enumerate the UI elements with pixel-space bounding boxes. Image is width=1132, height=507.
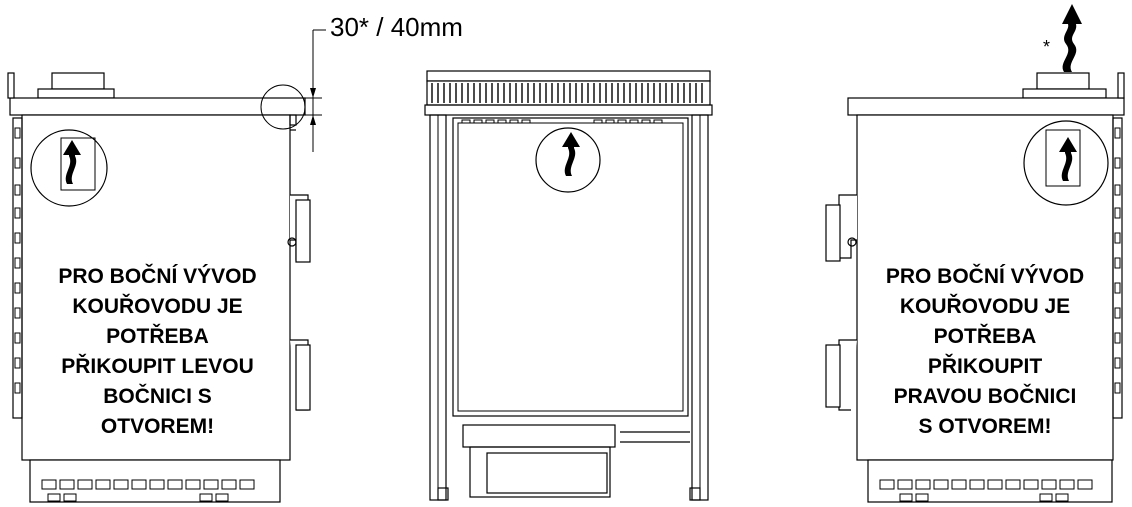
left-side-view [7,29,326,503]
right-handle-lower [825,344,841,408]
right-note-line: KOUŘOVODU JE [899,295,1071,318]
left-side-note: PRO BOČNÍ VÝVOD KOUŘOVODU JE POTŘEBA PŘI… [25,262,290,442]
left-note-line: PRO BOČNÍ VÝVOD [58,265,257,288]
right-note-line: POTŘEBA [933,325,1037,348]
front-ash-drawer [462,424,616,448]
right-note-line: PRAVOU BOČNICI [893,385,1077,408]
left-note-line: KOUŘOVODU JE [72,295,243,318]
dimension-label: 30* / 40mm [330,12,463,42]
right-flue-opening [1023,120,1109,206]
left-handle-upper [295,199,311,263]
top-exhaust-arrow-icon [1062,4,1082,72]
asterisk-label: * [1043,37,1051,57]
right-body [856,114,1114,461]
left-handle-lower [295,344,311,411]
left-flue-opening [30,129,108,207]
right-note-line: PŘIKOUPIT [927,355,1043,378]
right-handle-upper [825,204,841,262]
left-note-line: OTVOREM! [100,415,215,438]
left-note-line: POTŘEBA [106,325,209,348]
dimension-detail-circle [260,84,306,130]
left-note-line: BOČNICI S [103,385,212,408]
right-top-plate [847,97,1125,116]
front-vent-grille [426,80,711,106]
front-flue-opening [535,127,601,193]
right-side-note: PRO BOČNÍ VÝVOD KOUŘOVODU JE POTŘEBA PŘI… [857,262,1113,442]
right-note-line: S OTVOREM! [918,415,1052,438]
left-flue-collar [51,72,105,90]
front-view [424,70,713,501]
right-flue-collar [1036,72,1090,90]
right-side-view [825,72,1125,503]
right-note-line: PRO BOČNÍ VÝVOD [885,265,1085,288]
left-plinth [29,459,281,503]
right-plinth [867,459,1113,503]
left-note-line: PŘIKOUPIT LEVOU [61,355,254,378]
